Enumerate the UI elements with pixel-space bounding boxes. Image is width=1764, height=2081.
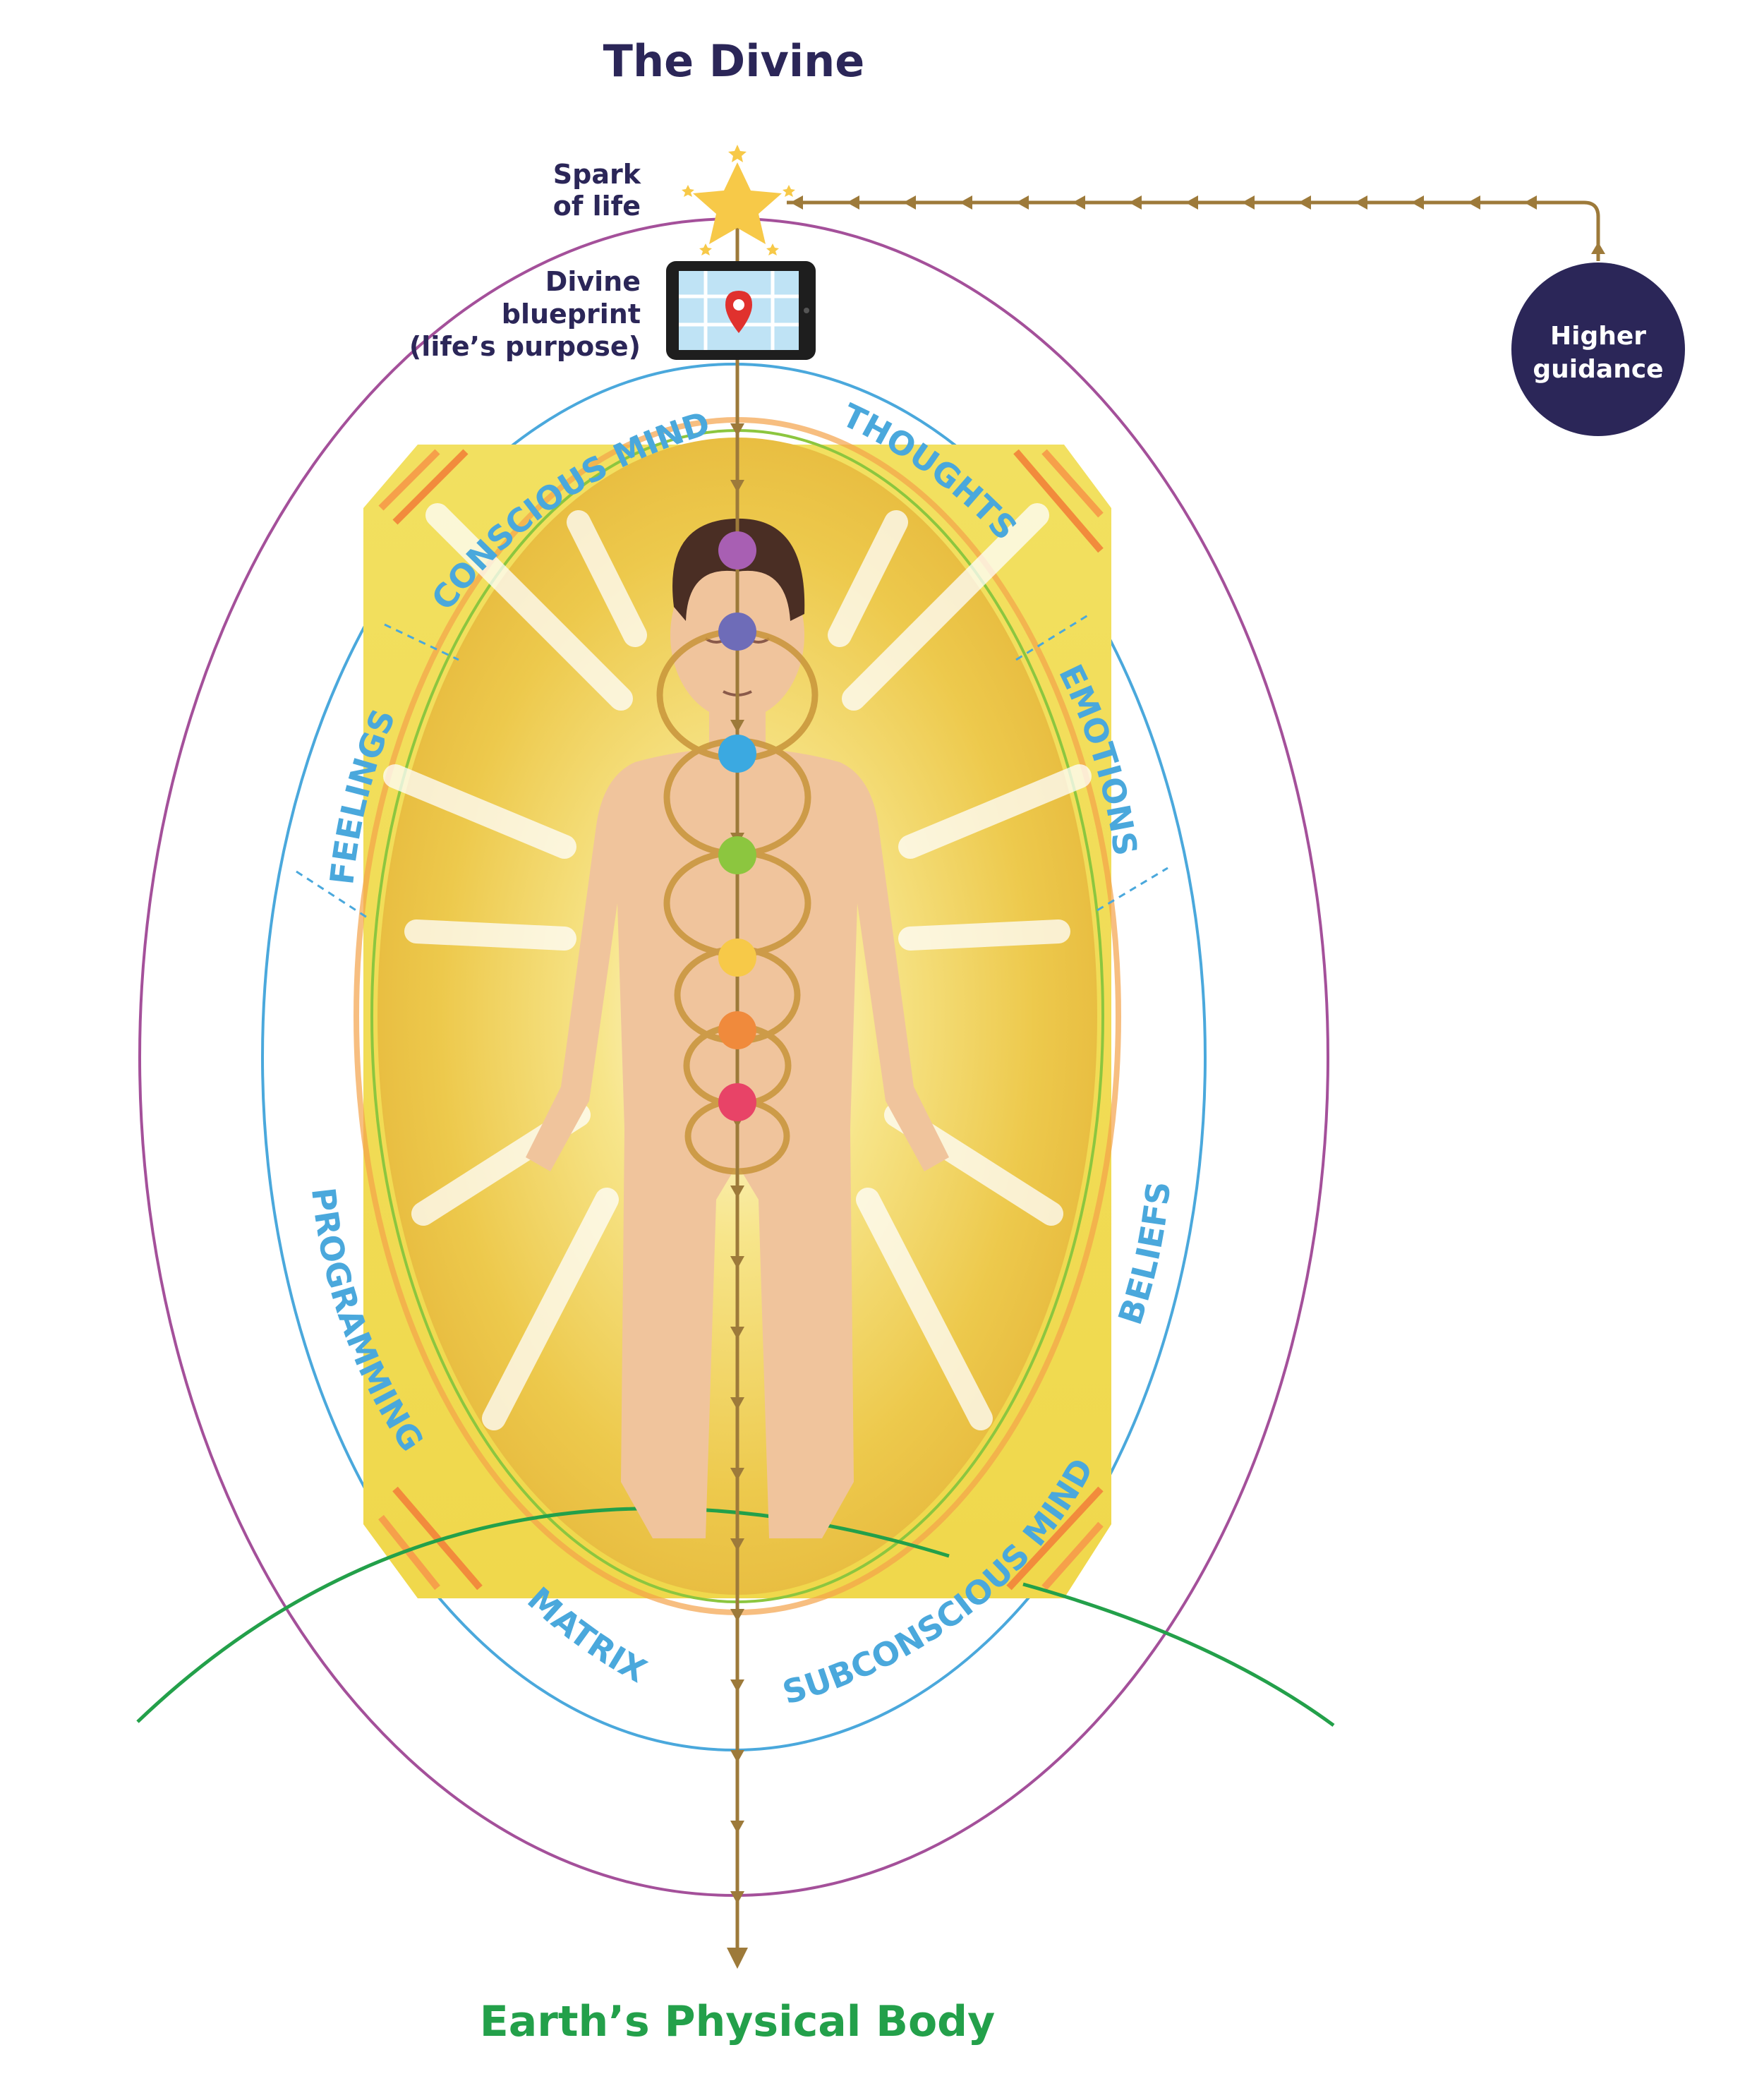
guidance-label: Higher guidance [1533, 322, 1663, 384]
blueprint-label: Divine blueprint (life’s purpose) [409, 266, 641, 362]
blueprint-tablet-icon [666, 261, 816, 360]
location-pin-icon [725, 291, 752, 333]
guidance-arrows [790, 195, 1605, 254]
higher-guidance-circle [1511, 263, 1685, 436]
solar-plexus-chakra [718, 939, 756, 977]
guidance-connector [787, 200, 1600, 261]
blueprint-label-line1: Divine [545, 266, 641, 297]
throat-chakra [718, 735, 756, 773]
crown-chakra [718, 531, 756, 569]
blueprint-label-line2: blueprint [502, 298, 641, 330]
guidance-label-line2: guidance [1533, 355, 1663, 384]
spark-label-line1: Spark [553, 159, 641, 190]
heart-chakra [718, 836, 756, 874]
sacral-chakra [718, 1011, 756, 1049]
aura-corner-rays [378, 449, 1104, 1591]
guidance-label-line1: Higher [1550, 322, 1646, 351]
third-eye-chakra [718, 613, 756, 651]
page-title: The Divine [603, 35, 865, 87]
spark-label: Spark of life [553, 159, 641, 222]
root-chakra [718, 1083, 756, 1121]
chakra-dots [718, 531, 756, 1121]
earth-label: Earth’s Physical Body [480, 1997, 995, 2046]
beliefs-label: BELIEFS [1111, 1180, 1178, 1329]
blueprint-label-line3: (life’s purpose) [409, 331, 641, 362]
divider-lines [296, 613, 1168, 919]
spark-star-icon [682, 145, 795, 255]
spark-label-line2: of life [553, 191, 641, 222]
